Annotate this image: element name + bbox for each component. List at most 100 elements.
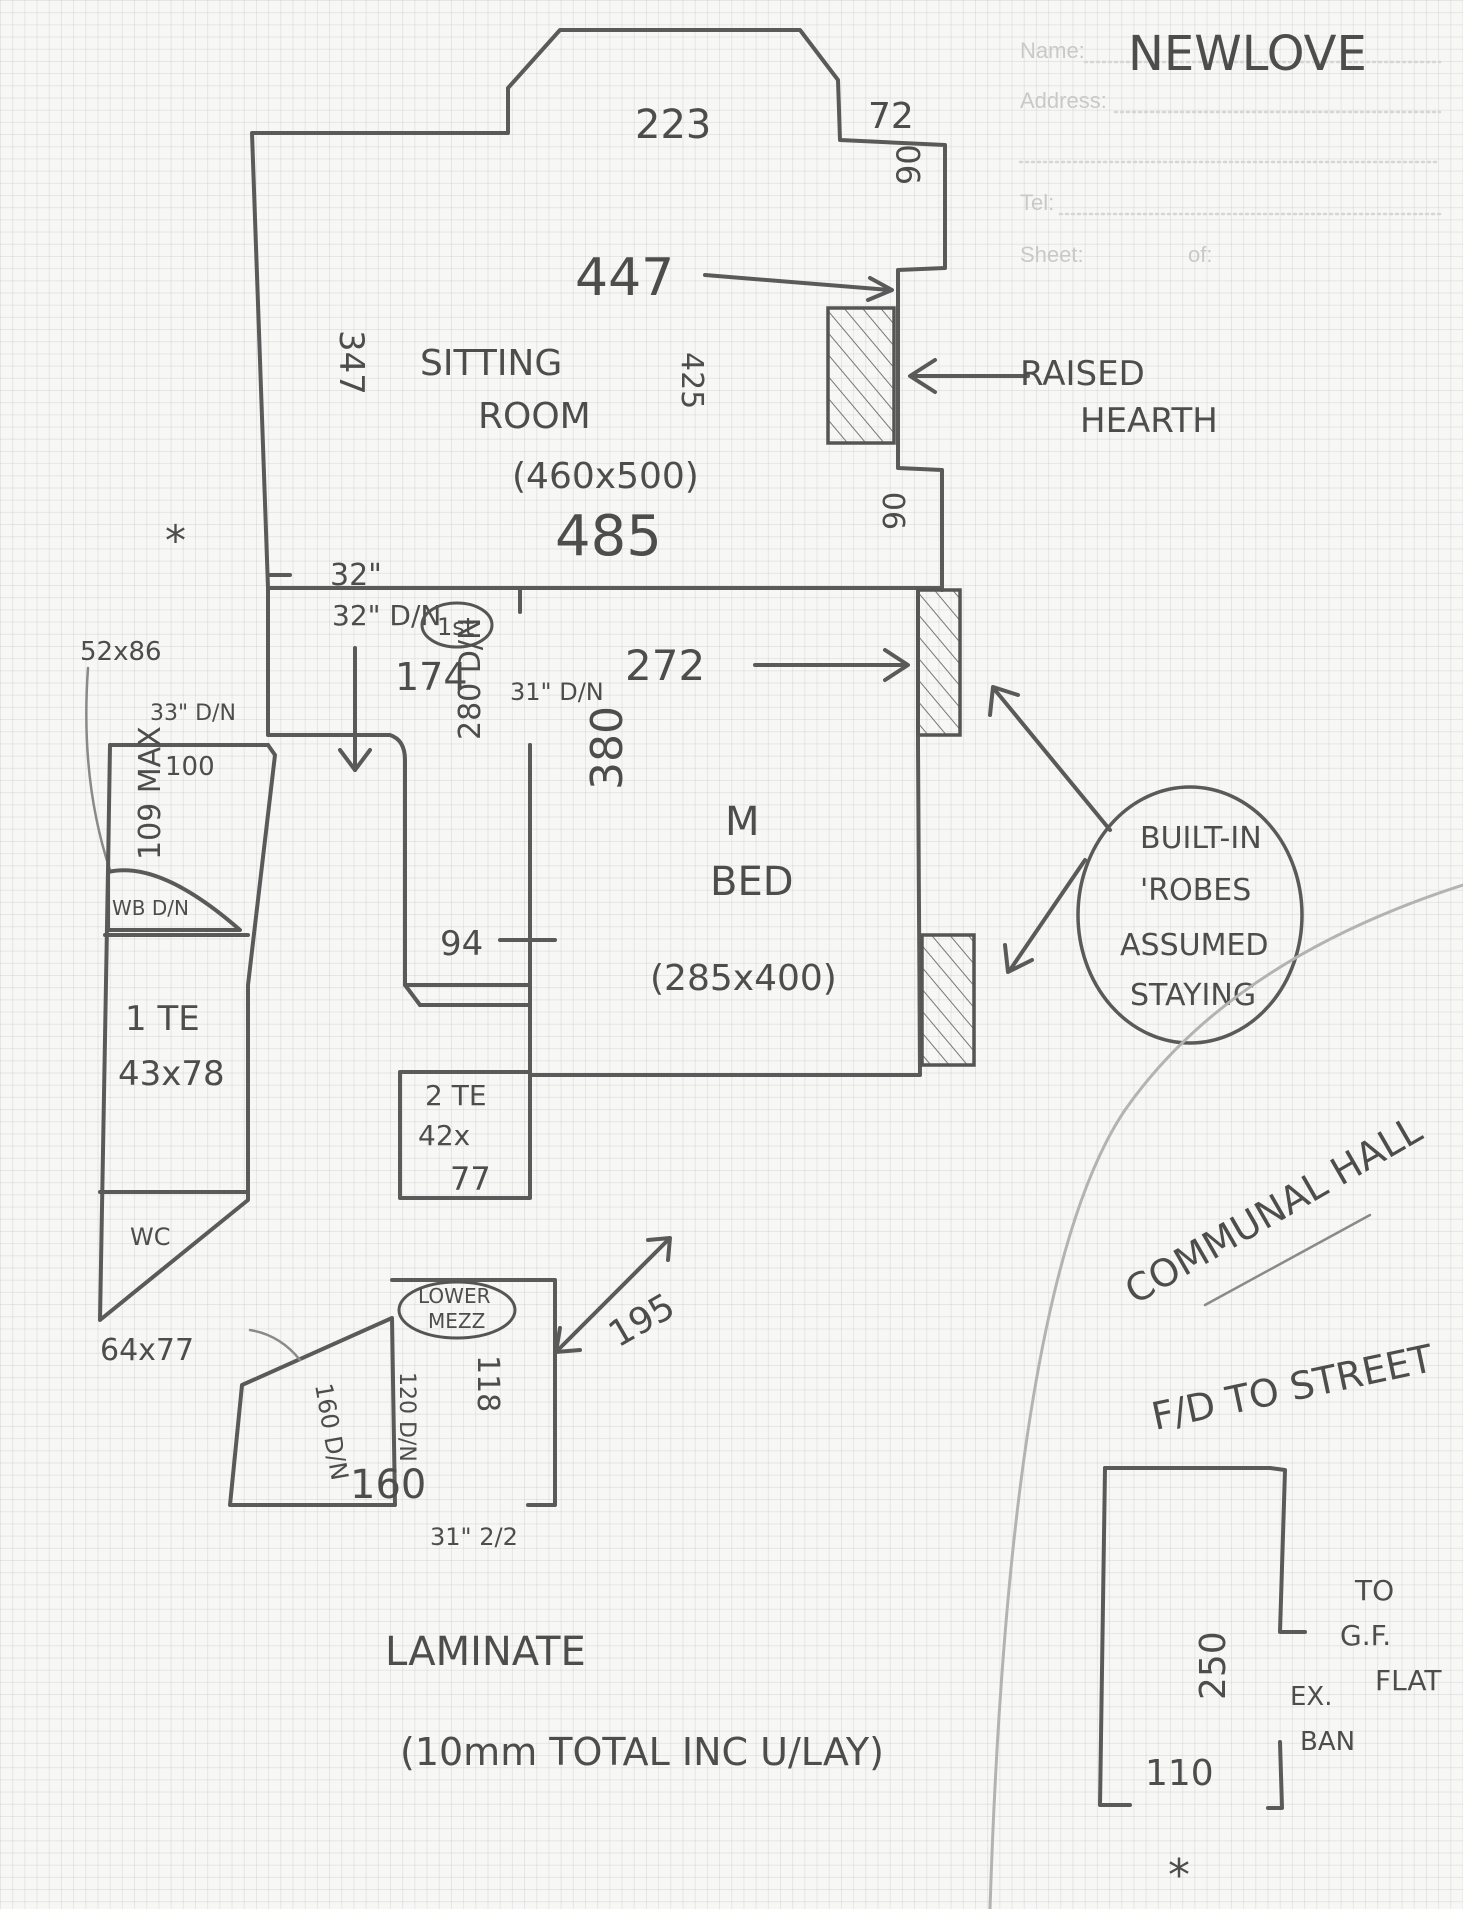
mezz-diag-line bbox=[556, 1238, 670, 1352]
lower-mezz-size: 64x77 bbox=[100, 1333, 194, 1368]
raised-hearth-block bbox=[826, 306, 896, 445]
master-bedroom: 272 380 M BED (285x400) BUILT-IN 'ROBES … bbox=[403, 586, 1304, 1077]
wc2-walls bbox=[398, 1070, 532, 1200]
kitchen-callout bbox=[85, 666, 112, 872]
star-left: * bbox=[165, 516, 186, 565]
landing-walls bbox=[266, 586, 532, 987]
lower-mezz-circle bbox=[397, 1280, 517, 1340]
to-gf-flat-3: FLAT bbox=[1375, 1664, 1442, 1697]
wash-basin-label: WB D/N bbox=[112, 896, 189, 920]
sitting-room-width: 447 bbox=[575, 248, 674, 308]
communal-hall-underline bbox=[1203, 1213, 1372, 1307]
communal-hall: COMMUNAL HALL F/D TO STREET 250 TO G.F. … bbox=[988, 883, 1463, 1909]
laminate-label: LAMINATE bbox=[385, 1629, 586, 1675]
built-in-robes-4: STAYING bbox=[1130, 978, 1256, 1013]
landing-dim-arrow bbox=[338, 748, 372, 772]
fd-to-street: F/D TO STREET bbox=[1148, 1336, 1438, 1439]
hall-depth: 250 bbox=[1193, 1631, 1234, 1700]
landing: 32" 32" D/N 1st 174 31" D/N 280 D/N 94 bbox=[266, 558, 604, 987]
raised-hearth-line1: RAISED bbox=[1020, 354, 1145, 394]
mezz-dim-a: 160 D/N bbox=[309, 1381, 354, 1482]
corridor-length: 280 D/N bbox=[453, 618, 488, 740]
sitting-room-name-2: ROOM bbox=[478, 396, 591, 437]
robe-arrow-down bbox=[1008, 858, 1087, 972]
sitting-room-size: (460x500) bbox=[512, 456, 699, 497]
mezz-dim-c: 118 bbox=[470, 1355, 505, 1412]
raised-hearth-line2: HEARTH bbox=[1080, 401, 1218, 441]
kitchen-size: 52x86 bbox=[80, 637, 162, 667]
bay-width: 223 bbox=[635, 102, 711, 148]
wc1-size: 43x78 bbox=[118, 1054, 225, 1094]
lower-mezzanine: LOWER MEZZ 195 160 D/N 120 D/N 118 160 3… bbox=[228, 1236, 682, 1551]
robe-arrow-up bbox=[993, 688, 1112, 832]
form-address-label: Address: bbox=[1020, 88, 1107, 113]
sitting-room-name-1: SITTING bbox=[420, 343, 562, 384]
width-arrow bbox=[703, 273, 892, 292]
lower-mezz-label-1: LOWER bbox=[418, 1284, 491, 1308]
sitting-room: 223 72 90 447 347 SITTING ROOM 425 (460x… bbox=[250, 28, 1218, 592]
hall-walls bbox=[1098, 1466, 1307, 1807]
kitchen-depth: 109 MAX bbox=[133, 726, 168, 860]
bed-width-arrowhead bbox=[883, 648, 910, 682]
mezz-diag-head-b bbox=[554, 1326, 582, 1354]
robe-arrowhead-down bbox=[1003, 943, 1034, 974]
form-header: Name: Address: Tel: Sheet: of: NEWLOVE bbox=[1018, 26, 1442, 267]
mezz-width: 160 bbox=[350, 1462, 426, 1508]
master-bed-width: 272 bbox=[625, 641, 705, 690]
robe-arrowhead-up bbox=[988, 685, 1020, 717]
built-in-robes-circle bbox=[1076, 785, 1304, 1045]
master-bed-name-2: BED bbox=[710, 859, 794, 905]
communal-hall-label: COMMUNAL HALL bbox=[1118, 1107, 1430, 1312]
lower-mezz-walls bbox=[228, 1278, 557, 1507]
width-arrowhead bbox=[866, 276, 894, 302]
left-rooms: * 52x86 33" D/N 100 109 MAX WB D/N 1 TE … bbox=[80, 516, 532, 1368]
hearth-arrowhead bbox=[908, 358, 937, 394]
wc2-size-1: 42x bbox=[418, 1119, 470, 1152]
kitchen-door: 33" D/N bbox=[150, 701, 236, 726]
form-sheet-label: Sheet: bbox=[1020, 242, 1084, 267]
communal-hall-curve bbox=[988, 883, 1463, 1909]
built-in-robe-top bbox=[916, 588, 962, 737]
built-in-robe-bottom bbox=[920, 933, 976, 1067]
to-gf-flat-2: G.F. bbox=[1340, 1619, 1391, 1652]
sitting-room-depth: 485 bbox=[555, 504, 662, 569]
master-bed-name-1: M bbox=[725, 799, 760, 845]
wc1-name: 1 TE bbox=[125, 999, 200, 1039]
door-a-1: 32" bbox=[330, 558, 382, 593]
bay-return: 72 bbox=[868, 96, 914, 137]
bed-step-a bbox=[403, 983, 422, 1007]
mezz-diag-head-a bbox=[646, 1236, 672, 1262]
landing-width: 174 bbox=[395, 655, 468, 699]
wash-basin bbox=[106, 868, 242, 932]
form-of-label: of: bbox=[1188, 242, 1212, 267]
wc-label: WC bbox=[130, 1223, 171, 1251]
mezz-door: 31" 2/2 bbox=[430, 1523, 518, 1551]
master-bed-size: (285x400) bbox=[650, 958, 837, 999]
sitting-room-left-side: 347 bbox=[331, 330, 371, 395]
lower-mezz-label-2: MEZZ bbox=[428, 1309, 485, 1333]
chimney-depth-bottom: 90 bbox=[878, 492, 913, 530]
kitchen-width: 100 bbox=[165, 752, 215, 782]
client-name: NEWLOVE bbox=[1128, 26, 1367, 82]
built-in-robes-3: ASSUMED bbox=[1120, 928, 1269, 963]
star-bottom: * bbox=[1168, 1850, 1190, 1901]
master-bed-depth: 380 bbox=[582, 706, 633, 790]
sitting-room-side: 425 bbox=[674, 352, 709, 409]
wc2-size-2: 77 bbox=[450, 1160, 491, 1198]
laminate-note: (10mm TOTAL INC U/LAY) bbox=[400, 1730, 884, 1774]
first-floor-label: 1st bbox=[437, 613, 474, 641]
hall-width: 110 bbox=[1145, 1753, 1214, 1794]
mezz-dim-b: 120 D/N bbox=[394, 1372, 419, 1462]
corridor-width: 94 bbox=[440, 924, 483, 964]
to-gf-flat-1: TO bbox=[1354, 1574, 1394, 1607]
form-name-label: Name: bbox=[1020, 38, 1085, 63]
mezz-callout bbox=[248, 1328, 302, 1362]
chimney-depth-top: 90 bbox=[890, 144, 928, 185]
built-in-robes-1: BUILT-IN bbox=[1140, 821, 1262, 856]
built-in-robes-2: 'ROBES bbox=[1140, 873, 1251, 908]
first-floor-circle bbox=[420, 601, 494, 649]
form-tel-label: Tel: bbox=[1020, 190, 1054, 215]
flooring-note: LAMINATE (10mm TOTAL INC U/LAY) bbox=[385, 1629, 884, 1774]
wc2-name: 2 TE bbox=[425, 1079, 487, 1112]
